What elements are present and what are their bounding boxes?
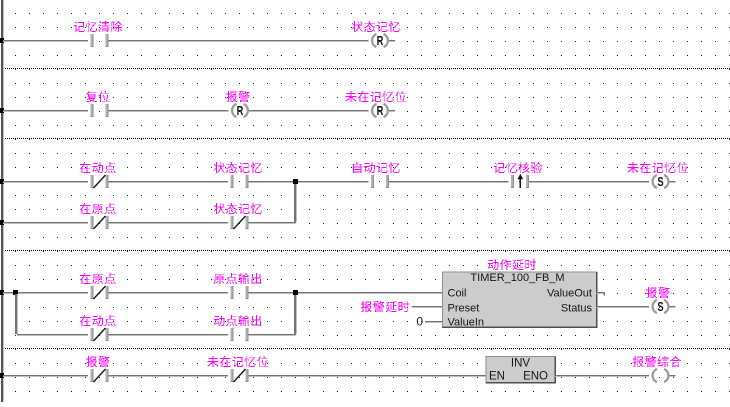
svg-text:Status: Status	[561, 302, 593, 314]
svg-text:0: 0	[416, 315, 423, 329]
svg-text:TIMER_100_FB_M: TIMER_100_FB_M	[470, 272, 564, 284]
svg-text:R: R	[237, 105, 244, 119]
svg-text:S: S	[657, 301, 664, 315]
svg-text:ValueOut: ValueOut	[547, 287, 592, 299]
svg-text:R: R	[377, 105, 384, 119]
svg-text:INV: INV	[511, 357, 531, 369]
svg-text:EN: EN	[489, 370, 505, 382]
svg-text:Preset: Preset	[448, 302, 480, 314]
svg-text:Coil: Coil	[448, 287, 467, 299]
svg-text:R: R	[377, 35, 384, 49]
svg-text:S: S	[657, 176, 664, 190]
svg-text:ENO: ENO	[523, 370, 548, 382]
svg-text:ValueIn: ValueIn	[448, 317, 485, 329]
